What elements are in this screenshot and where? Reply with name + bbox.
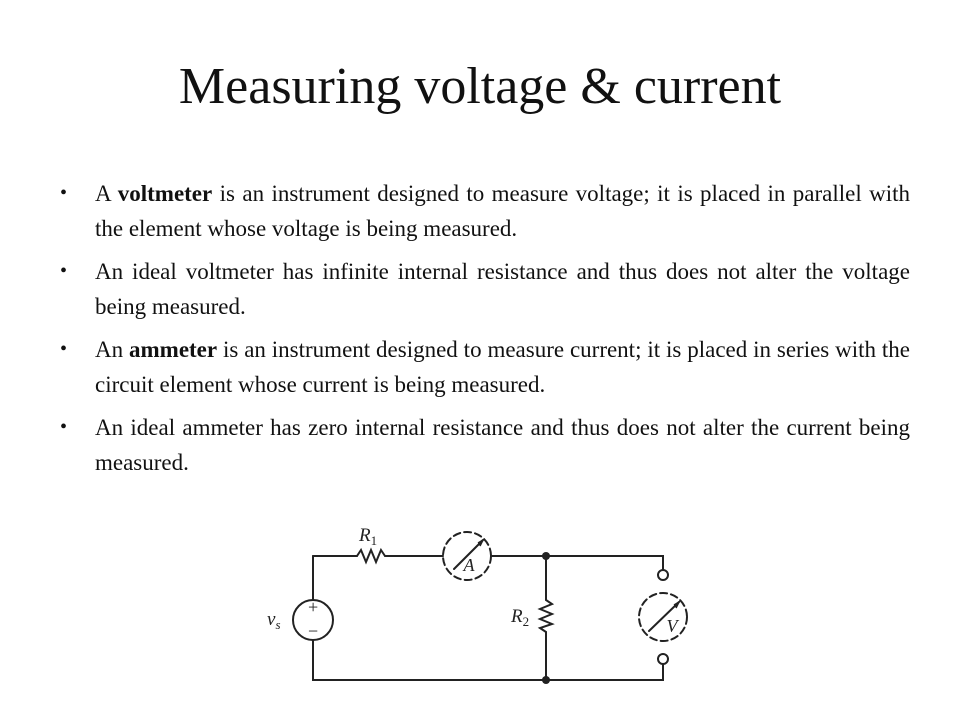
- wire-ammeter-to-node: [490, 555, 664, 571]
- node-bottom: [542, 676, 550, 684]
- ammeter: [442, 531, 492, 581]
- ammeter-needle-icon: [453, 539, 484, 570]
- source-label: vs: [267, 609, 281, 632]
- bullet-text: An ammeter is an instrument designed to …: [95, 337, 910, 397]
- bullet-text: An ideal voltmeter has infinite internal…: [95, 259, 910, 319]
- voltmeter-label: V: [667, 616, 680, 636]
- bullet-dot: •: [60, 416, 68, 438]
- source-minus: −: [307, 621, 319, 641]
- r1-label: R1: [358, 525, 377, 548]
- terminal-bottom: [657, 653, 669, 665]
- bullet-text-before: An ideal ammeter has zero internal resis…: [95, 415, 910, 475]
- ammeter-arrowhead-icon: [477, 538, 485, 547]
- bullet-item-ideal-voltmeter: • An ideal voltmeter has infinite intern…: [60, 254, 910, 324]
- ammeter-label: A: [463, 555, 476, 575]
- node-top: [542, 552, 550, 560]
- slide-title: Measuring voltage & current: [178, 58, 782, 115]
- bullet-text-after: is an instrument designed to measure cur…: [95, 337, 910, 397]
- resistor-r1: [356, 547, 386, 565]
- r2-label: R2: [510, 606, 529, 629]
- bullet-text: An ideal ammeter has zero internal resis…: [95, 415, 910, 475]
- bullet-term-ammeter: ammeter: [129, 337, 218, 362]
- bullet-text-after: is an instrument designed to measure vol…: [95, 181, 910, 241]
- bullet-list: • A voltmeter is an instrument designed …: [60, 176, 910, 488]
- bullet-text-before: A: [95, 181, 118, 206]
- source-plus: +: [307, 597, 319, 617]
- bullet-item-ammeter: • An ammeter is an instrument designed t…: [60, 332, 910, 402]
- bullet-text: A voltmeter is an instrument designed to…: [95, 181, 910, 241]
- bullet-dot: •: [60, 338, 68, 360]
- voltmeter: [638, 592, 688, 642]
- wire-bottom: [312, 639, 664, 681]
- bullet-item-voltmeter: • A voltmeter is an instrument designed …: [60, 176, 910, 246]
- voltage-source: [292, 599, 334, 641]
- bullet-item-ideal-ammeter: • An ideal ammeter has zero internal res…: [60, 410, 910, 480]
- voltmeter-needle-icon: [648, 601, 680, 632]
- resistor-r2: [537, 599, 555, 633]
- circuit-diagram: R1 R2 vs + − A V: [267, 525, 688, 684]
- bullet-text-before: An ideal voltmeter has infinite internal…: [95, 259, 910, 319]
- voltmeter-arrowhead-icon: [673, 600, 681, 609]
- bullet-dot: •: [60, 182, 68, 204]
- bullet-dot: •: [60, 260, 68, 282]
- terminal-top: [657, 569, 669, 581]
- bullet-text-before: An: [95, 337, 129, 362]
- bullet-term-voltmeter: voltmeter: [117, 181, 213, 206]
